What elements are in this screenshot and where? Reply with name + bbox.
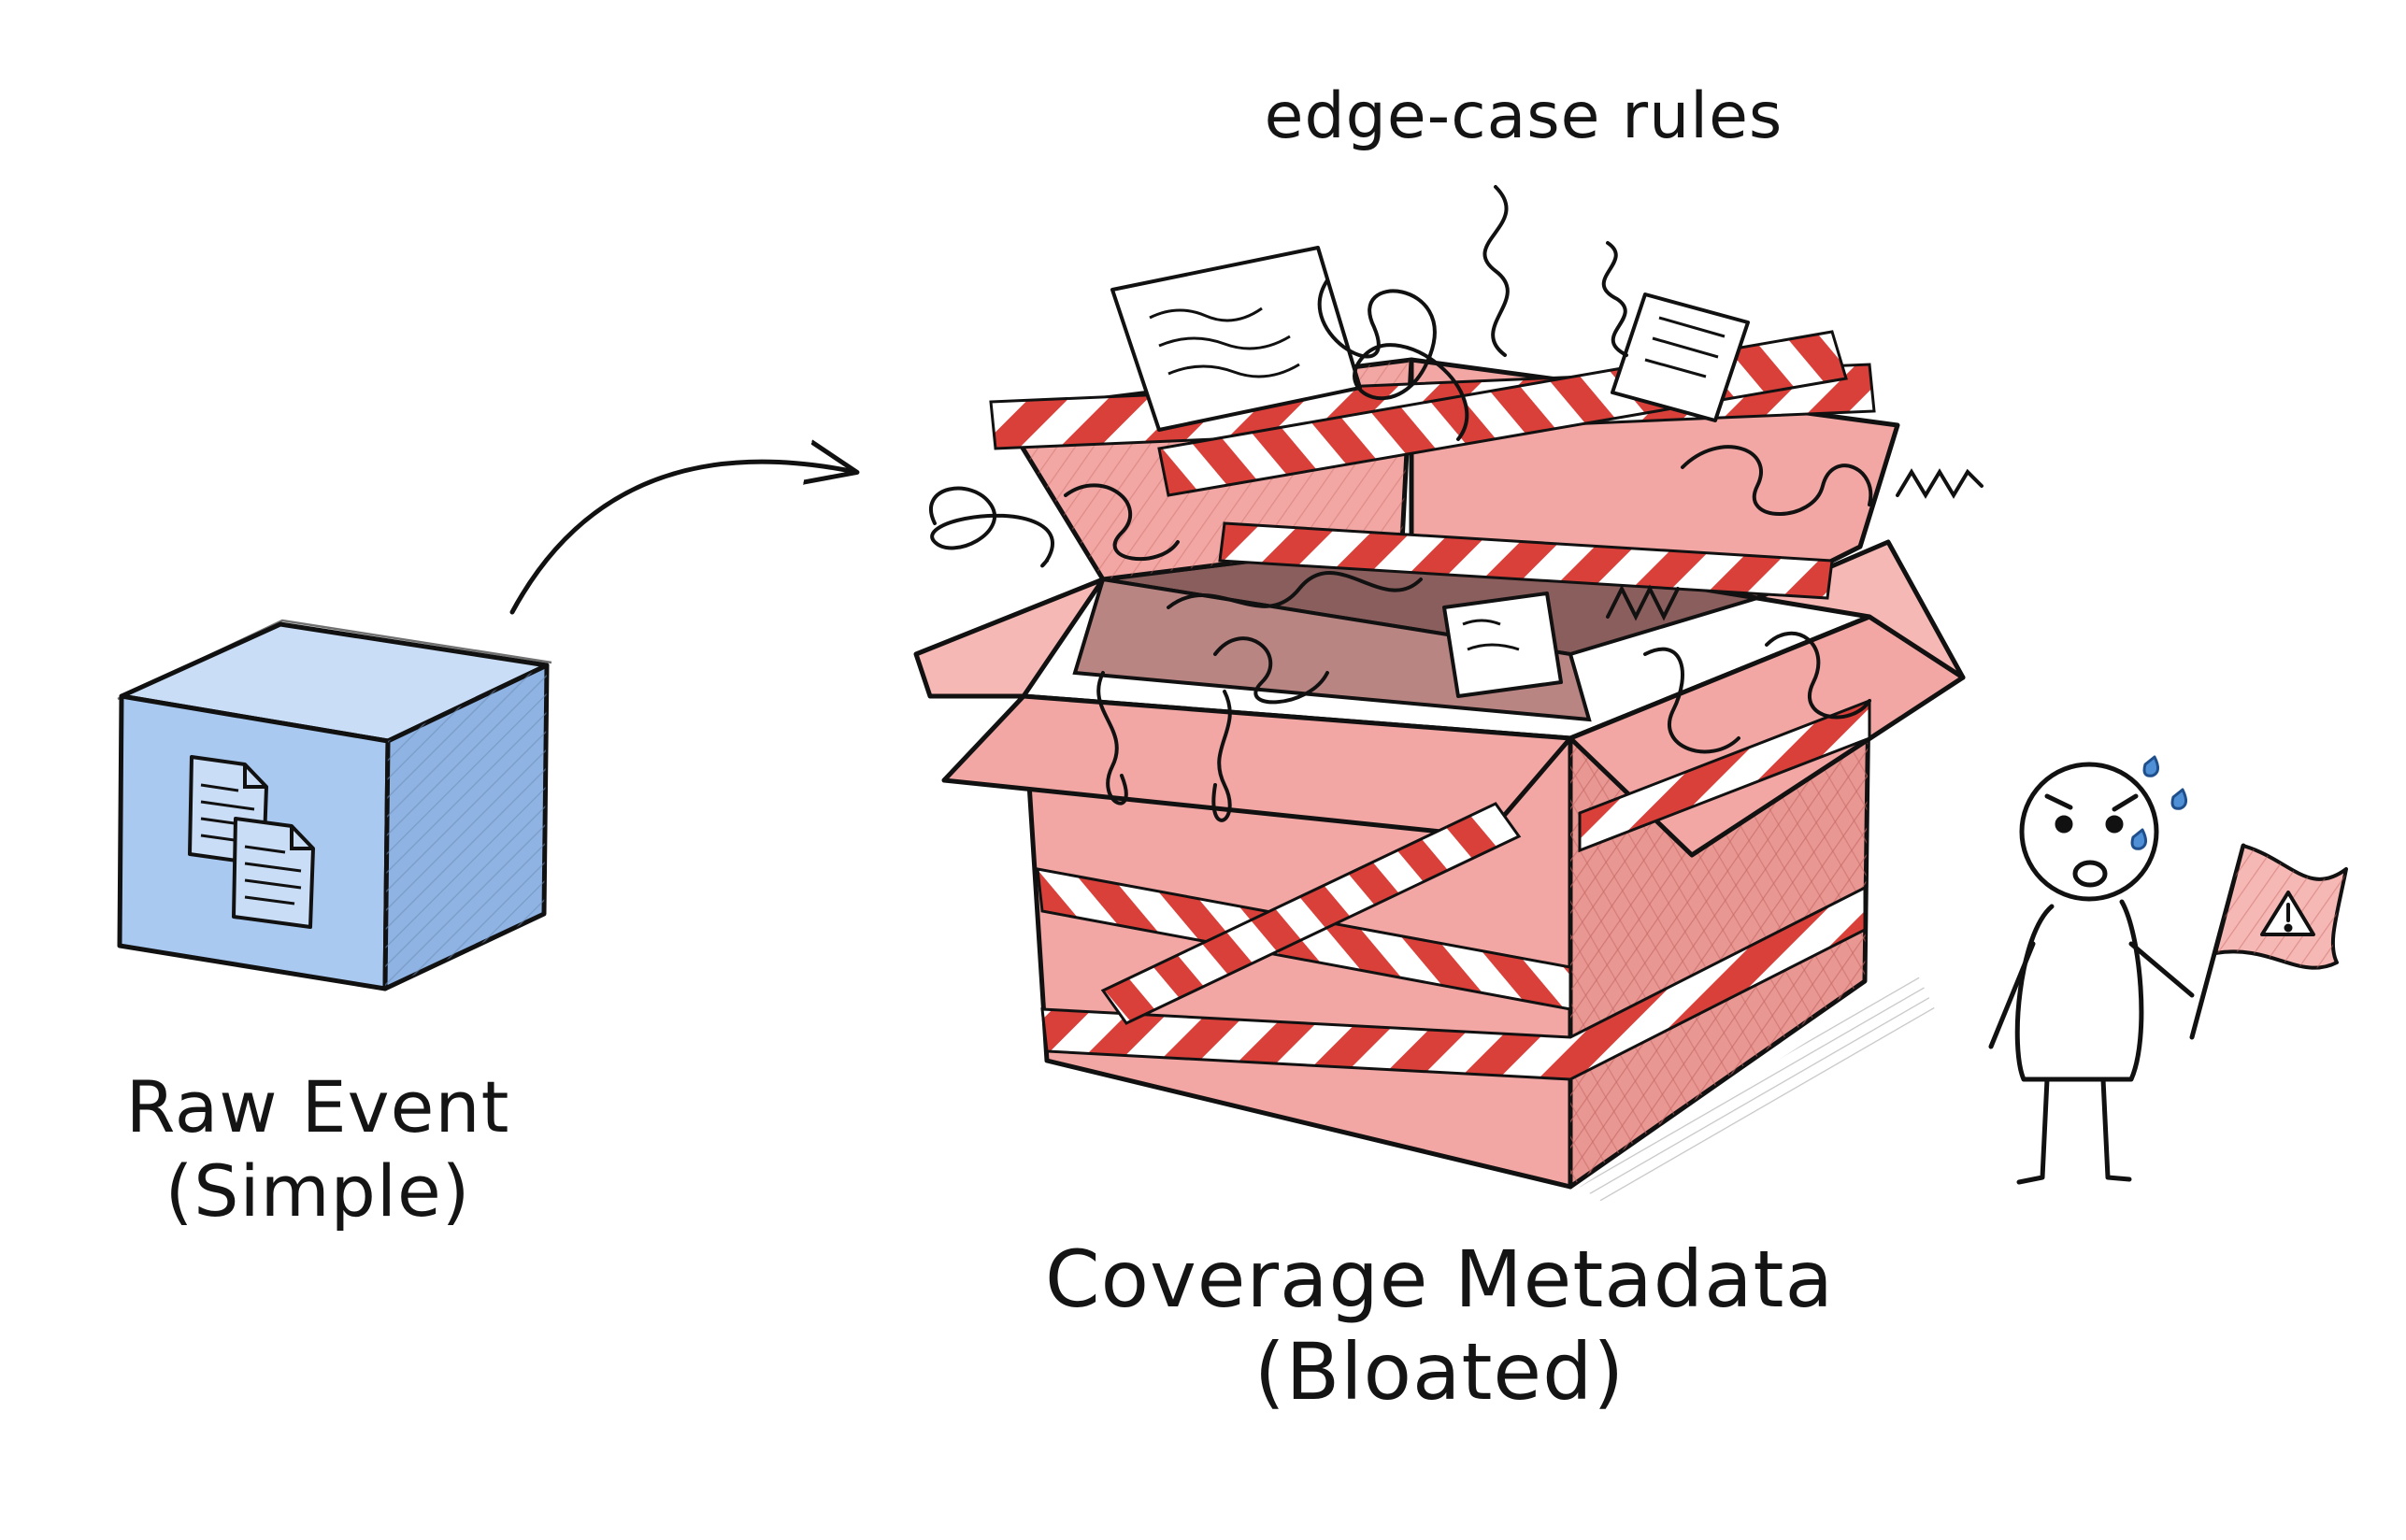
worried-person-icon — [1988, 755, 2348, 1185]
raw-event-label: Raw Event (Simple) — [56, 1065, 580, 1233]
coverage-metadata-label: Coverage Metadata (Bloated) — [916, 1233, 1963, 1419]
raw-event-title: Raw Event — [125, 1065, 510, 1148]
edge-case-scribbles — [929, 185, 1984, 822]
warning-flag-icon — [2189, 843, 2348, 1040]
raw-event-subtitle: (Simple) — [165, 1148, 471, 1233]
arrow-icon — [509, 462, 855, 615]
edge-case-rules-label: edge-case rules — [1264, 79, 1783, 153]
raw-event-cube — [117, 619, 552, 991]
paper-sheets — [1110, 246, 1750, 698]
coverage-metadata-box — [913, 185, 1984, 1205]
coverage-metadata-subtitle: (Bloated) — [1253, 1326, 1625, 1419]
box-shadow — [1580, 972, 1935, 1205]
left-side-flap — [913, 577, 1106, 699]
documents-icon — [188, 755, 315, 929]
coverage-metadata-title: Coverage Metadata — [1045, 1233, 1834, 1325]
